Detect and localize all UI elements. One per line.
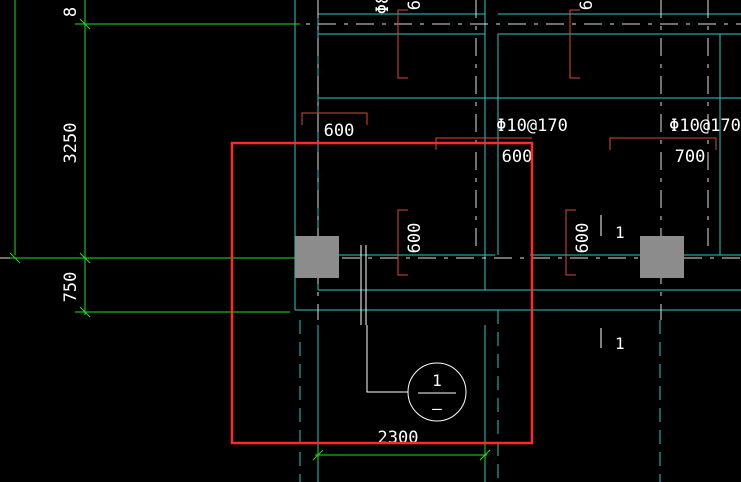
dim-left-top: 8 bbox=[61, 7, 81, 17]
dim-left-3250: 3250 bbox=[61, 123, 81, 164]
detail-number: 1 bbox=[432, 371, 442, 390]
rebar-label-left: Φ10@170 bbox=[496, 116, 568, 136]
beam-outlines bbox=[294, 0, 741, 482]
detail-sheet: — bbox=[432, 399, 442, 418]
detail-callout-circle[interactable] bbox=[407, 362, 467, 422]
top-mark-1: 60 bbox=[405, 0, 425, 10]
dimension-lines bbox=[9, 0, 491, 462]
vert-600-left: 600 bbox=[405, 223, 425, 254]
dim-left-750: 750 bbox=[61, 272, 81, 303]
section-mark-2: 1 bbox=[615, 334, 625, 353]
rebar-brackets bbox=[301, 9, 717, 276]
dim-bottom-2300: 2300 bbox=[378, 428, 419, 448]
axis-centerlines bbox=[0, 0, 741, 320]
section-leader bbox=[360, 215, 602, 393]
span-700-right: 700 bbox=[675, 147, 706, 167]
span-600-mid: 600 bbox=[502, 147, 533, 167]
span-600-top-left: 600 bbox=[324, 121, 355, 141]
selection-box[interactable] bbox=[230, 141, 534, 445]
vert-600-right: 600 bbox=[573, 223, 593, 254]
column-left[interactable] bbox=[295, 236, 339, 278]
section-mark-1: 1 bbox=[615, 223, 625, 242]
detail-callout[interactable]: 1 — bbox=[407, 362, 467, 422]
top-mark-3: Φ8 bbox=[373, 0, 393, 14]
top-mark-2: 60 bbox=[577, 0, 597, 10]
rebar-label-right: Φ10@170 bbox=[669, 116, 741, 136]
column-right[interactable] bbox=[640, 236, 684, 278]
